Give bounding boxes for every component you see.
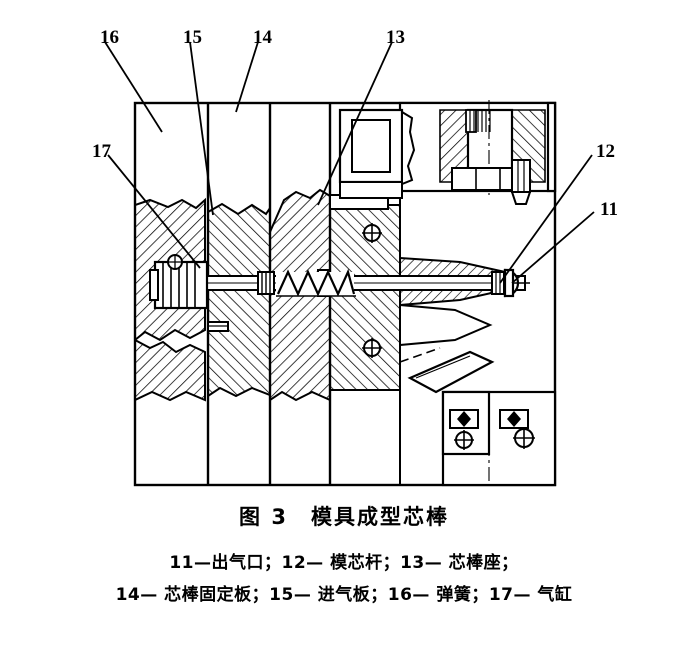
- fastener-symbols: [362, 223, 382, 358]
- leader-14: [235, 41, 259, 113]
- valve-mechanism-detail: [338, 100, 546, 205]
- leader-15: [189, 41, 214, 216]
- cross-section-svg: [104, 41, 595, 487]
- callout-13: 13: [386, 27, 405, 48]
- bolt-cross-icon: [362, 223, 382, 243]
- legend-line-2: 14— 芯棒固定板；15— 进气板；16— 弹簧；17— 气缸: [115, 585, 573, 606]
- leader-13: [317, 41, 393, 206]
- figure-caption: 图 3 模具成型芯棒 11—出气口；12— 模芯杆；13— 芯棒座； 14— 芯…: [0, 505, 688, 612]
- leader-lines: [104, 41, 595, 284]
- leader-16: [104, 41, 163, 133]
- leader-17: [107, 154, 201, 269]
- callout-11: 11: [600, 199, 618, 220]
- callout-15: 15: [183, 27, 202, 48]
- leader-11: [511, 211, 595, 284]
- bolt-cross-icon: [454, 430, 474, 450]
- callout-16: 16: [100, 27, 119, 48]
- callout-12: 12: [596, 141, 615, 162]
- spring-16: [276, 268, 356, 297]
- figure-title: 图 3 模具成型芯棒: [239, 505, 449, 529]
- lower-linkage: [399, 347, 557, 487]
- intake-plate-section-15: [207, 202, 271, 398]
- bolt-cross-icon: [513, 427, 535, 449]
- bolt-cross-icon: [362, 338, 382, 358]
- legend-line-1: 11—出气口；12— 模芯杆；13— 芯棒座；: [169, 553, 519, 574]
- bolt-icon: [499, 409, 529, 429]
- technical-drawing: 16 15 14 13 17 12 11: [92, 27, 618, 487]
- bolt-icon: [449, 409, 479, 429]
- callout-17: 17: [92, 141, 111, 162]
- callout-14: 14: [253, 27, 272, 48]
- piston-assembly: [149, 254, 229, 332]
- leader-12: [499, 154, 593, 284]
- drawing-root: [104, 41, 595, 487]
